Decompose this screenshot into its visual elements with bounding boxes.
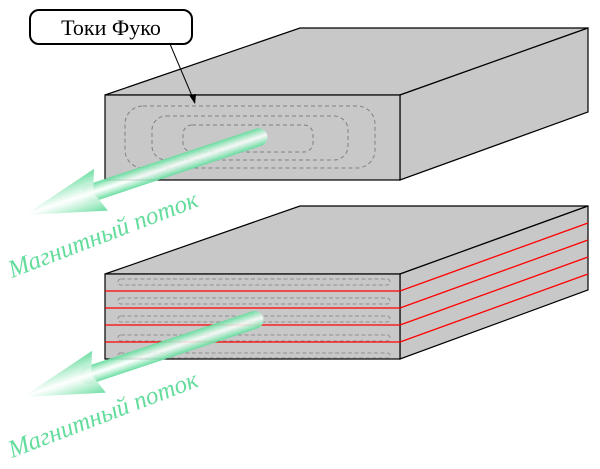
flux-arrow-head	[25, 168, 108, 215]
flux-arrow-shaft	[81, 128, 268, 203]
eddy-current-loops	[124, 105, 376, 169]
magnetic-flux-label-lower: Магнитный поток	[4, 366, 203, 464]
flux-arrow-shaft	[79, 310, 264, 385]
callout-label: Токи Фуко	[61, 15, 161, 40]
callout-arrowhead	[189, 94, 196, 104]
eddy-current-callout: Токи Фуко	[29, 9, 196, 104]
magnetic-flux-arrow-lower	[23, 310, 264, 397]
flux-arrow-head	[23, 350, 106, 397]
magnetic-flux-arrow-upper	[25, 128, 268, 215]
laminated-core-block	[104, 205, 589, 360]
callout-pointer	[169, 43, 196, 104]
callout-box	[29, 9, 193, 45]
